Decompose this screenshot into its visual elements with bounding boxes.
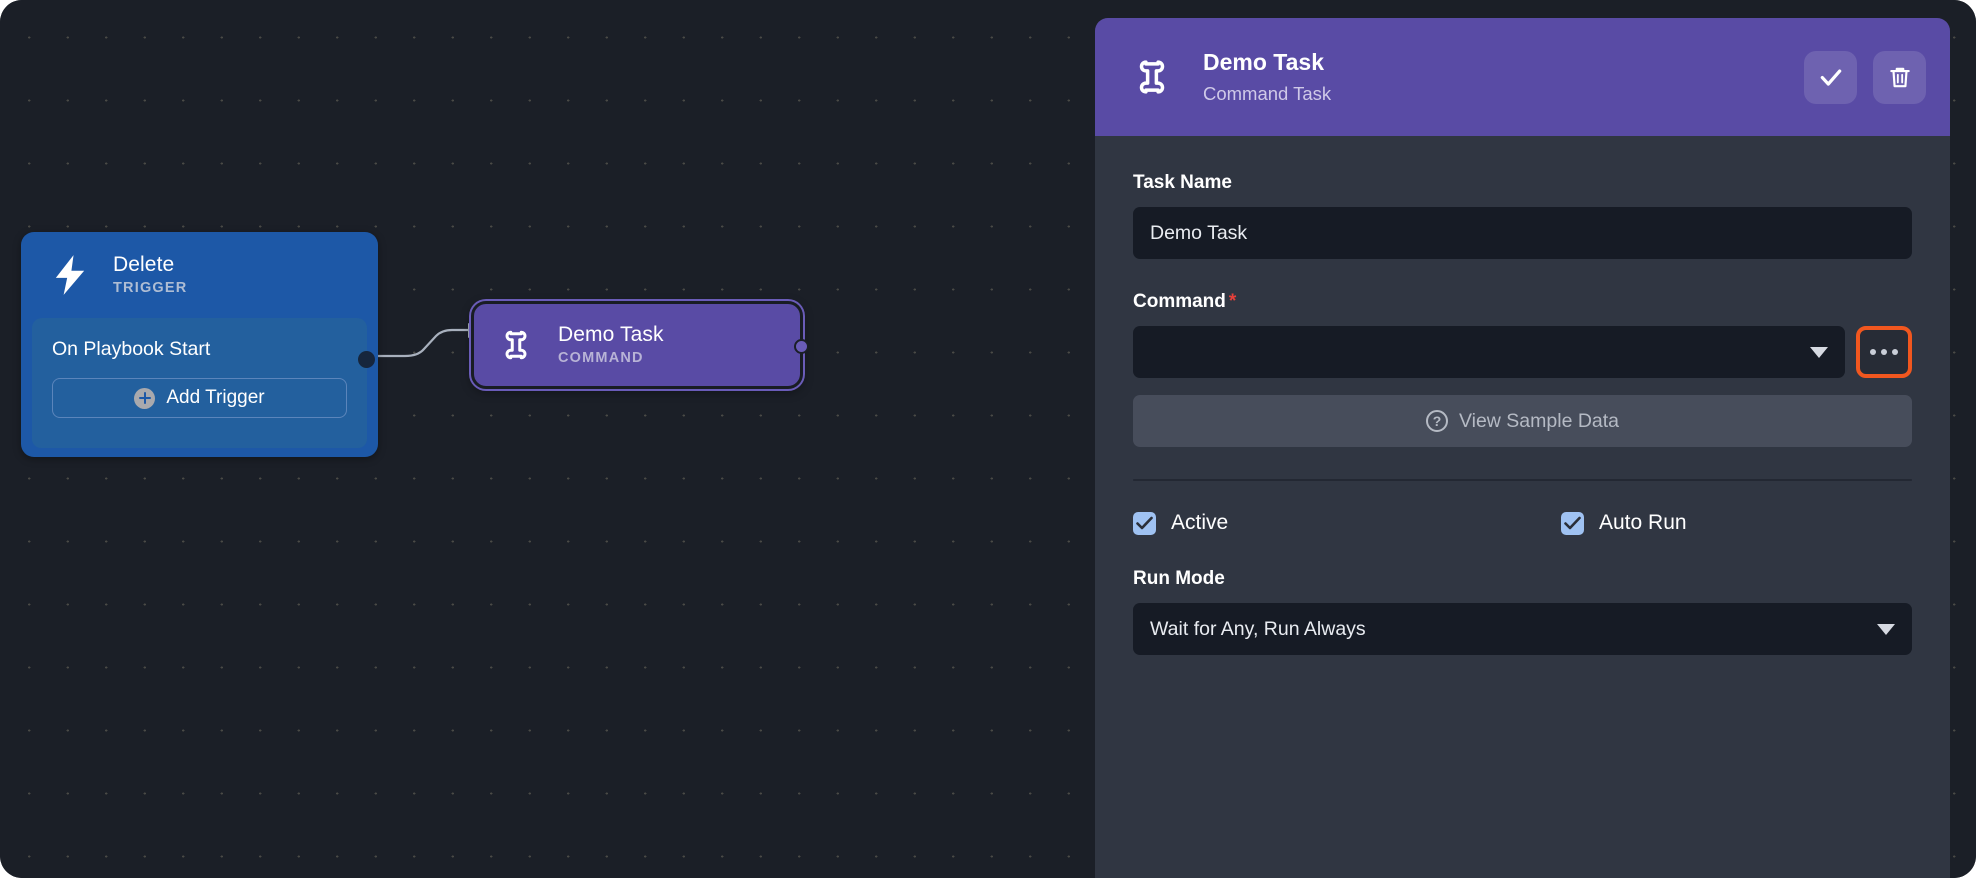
section-divider xyxy=(1133,479,1912,481)
delete-button[interactable] xyxy=(1873,50,1926,104)
active-checkbox-label: Active xyxy=(1171,511,1229,534)
command-node-title: Demo Task xyxy=(558,323,664,347)
command-node[interactable]: Demo Task COMMAND xyxy=(471,301,809,389)
options-row: Active Auto Run xyxy=(1133,511,1912,535)
panel-header: Demo Task Command Task xyxy=(1095,18,1950,136)
command-label-text: Command xyxy=(1133,291,1226,312)
trash-icon xyxy=(1889,67,1910,88)
run-mode-select-value: Wait for Any, Run Always xyxy=(1150,617,1366,640)
panel-subtitle: Command Task xyxy=(1203,82,1332,104)
active-checkbox[interactable]: Active xyxy=(1133,511,1561,535)
trigger-output-port[interactable] xyxy=(358,351,375,368)
view-sample-data-button[interactable]: ? View Sample Data xyxy=(1133,395,1912,447)
trigger-row-on-playbook-start[interactable]: On Playbook Start xyxy=(52,336,347,362)
task-name-input[interactable] xyxy=(1133,207,1912,259)
command-output-port[interactable] xyxy=(794,339,809,354)
plus-icon xyxy=(134,387,156,409)
trigger-node-title: Delete xyxy=(113,253,175,277)
checkbox-checked-icon xyxy=(1133,511,1156,535)
run-mode-label: Run Mode xyxy=(1133,568,1225,589)
question-circle-icon: ? xyxy=(1425,410,1448,432)
auto-run-checkbox-label: Auto Run xyxy=(1599,511,1687,534)
command-node-subtitle: COMMAND xyxy=(558,350,644,367)
command-select-row xyxy=(1133,326,1912,378)
save-button[interactable] xyxy=(1804,50,1857,104)
trigger-node-subtitle: TRIGGER xyxy=(113,280,188,297)
task-name-label: Task Name xyxy=(1133,172,1232,193)
ellipsis-icon xyxy=(1881,349,1887,355)
chevron-down-icon xyxy=(1877,623,1895,635)
task-name-field-group: Task Name xyxy=(1133,172,1912,259)
chevron-down-icon xyxy=(1810,346,1828,358)
trigger-node[interactable]: Delete TRIGGER On Playbook Start Add Tri… xyxy=(21,232,378,457)
checkbox-checked-icon xyxy=(1561,511,1584,535)
ellipsis-icon xyxy=(1870,349,1876,355)
command-glyph-icon xyxy=(1139,60,1165,94)
trigger-node-body: On Playbook Start Add Trigger xyxy=(32,318,375,448)
run-mode-select[interactable]: Wait for Any, Run Always xyxy=(1133,603,1912,655)
required-asterisk: * xyxy=(1228,291,1237,312)
add-trigger-button[interactable]: Add Trigger xyxy=(52,378,347,418)
command-more-options-button[interactable] xyxy=(1856,326,1912,378)
panel-title: Demo Task xyxy=(1203,49,1325,76)
trigger-row-label: On Playbook Start xyxy=(52,337,211,360)
lightning-bolt-icon xyxy=(55,255,85,295)
command-glyph-icon xyxy=(505,330,527,360)
command-field-group: Command* ? View Sample Data xyxy=(1133,291,1912,447)
command-label: Command* xyxy=(1133,291,1912,313)
trigger-node-header: Delete TRIGGER xyxy=(21,232,378,318)
panel-body: Task Name Command* xyxy=(1095,136,1950,655)
task-details-panel: Demo Task Command Task Task Name xyxy=(1095,18,1950,878)
ellipsis-icon xyxy=(1892,349,1898,355)
view-sample-data-label: View Sample Data xyxy=(1458,409,1620,432)
check-icon xyxy=(1820,69,1841,86)
run-mode-field-group: Run Mode Wait for Any, Run Always xyxy=(1133,568,1912,655)
add-trigger-label: Add Trigger xyxy=(166,387,265,408)
auto-run-checkbox[interactable]: Auto Run xyxy=(1561,511,1687,535)
command-select[interactable] xyxy=(1133,326,1845,378)
